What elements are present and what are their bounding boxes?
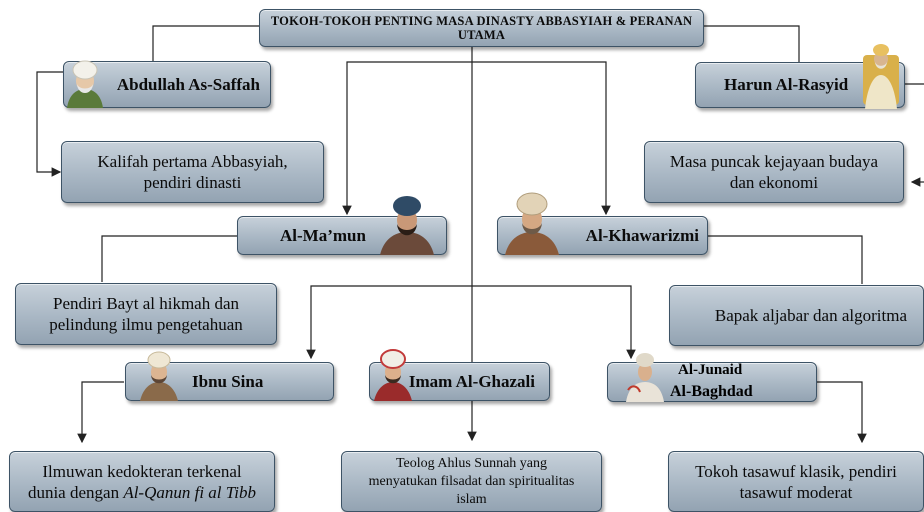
- desc-al-ghazali: Teolog Ahlus Sunnah yang menyatukan fils…: [341, 451, 602, 512]
- desc-line: Ilmuwan kedokteran terkenal: [42, 461, 242, 481]
- figure-name: Al-Ma’mun: [280, 225, 366, 245]
- desc-al-mamun: Pendiri Bayt al hikmah dan pelindung ilm…: [15, 283, 277, 345]
- desc-line: Bapak aljabar dan algoritma: [714, 306, 907, 325]
- figure-name: Ibnu Sina: [192, 371, 264, 391]
- book-title: Al-Qanun fi al Tibb: [123, 482, 257, 502]
- portrait-al-junaid: [626, 353, 664, 402]
- diagram-title: TOKOH-TOKOH PENTING MASA DINASTY ABBASYI…: [259, 9, 704, 47]
- portrait-al-mamun: [380, 196, 434, 255]
- desc-al-khawarizmi: Bapak aljabar dan algoritma: [669, 285, 924, 346]
- desc-line: Teolog Ahlus Sunnah yang: [395, 455, 548, 471]
- figure-name: Abdullah As-Saffah: [116, 74, 260, 94]
- portrait-al-khawarizmi: [505, 192, 559, 255]
- figure-name: Al-Khawarizmi: [585, 225, 699, 245]
- portrait-al-ghazali: [374, 349, 412, 401]
- figure-name-line-1: Al-Junaid: [678, 362, 743, 378]
- desc-line: islam: [456, 491, 487, 507]
- title-text: TOKOH-TOKOH PENTING MASA DINASTY ABBASYI…: [270, 14, 693, 42]
- desc-text: dunia dengan: [27, 482, 120, 502]
- portrait-as-saffah: [67, 60, 103, 108]
- desc-ibnu-sina: Ilmuwan kedokteran terkenal dunia dengan…: [9, 451, 275, 512]
- desc-line: Pendiri Bayt al hikmah dan: [52, 294, 240, 313]
- figure-name: Imam Al-Ghazali: [408, 371, 535, 391]
- desc-line: Masa puncak kejayaan budaya: [669, 152, 879, 171]
- desc-line: tasawuf moderat: [739, 482, 853, 502]
- desc-al-junaid: Tokoh tasawuf klasik, pendiri tasawuf mo…: [668, 451, 924, 512]
- desc-line: dan ekonomi: [729, 173, 819, 192]
- figure-name: Harun Al-Rasyid: [724, 75, 849, 94]
- figure-name-line-2: Al-Baghdad: [670, 383, 753, 400]
- desc-line: Tokoh tasawuf klasik, pendiri: [695, 461, 897, 481]
- desc-line: pelindung ilmu pengetahuan: [49, 315, 243, 334]
- desc-line: Kalifah pertama Abbasyiah,: [97, 152, 288, 171]
- portrait-ibnu-sina: [140, 351, 178, 401]
- desc-line: menyatukan filsadat dan spiritualitas: [368, 473, 575, 489]
- portrait-harun: [863, 44, 899, 109]
- desc-line: pendiri dinasti: [143, 173, 242, 192]
- desc-as-saffah: Kalifah pertama Abbasyiah, pendiri dinas…: [61, 141, 324, 203]
- desc-harun: Masa puncak kejayaan budaya dan ekonomi: [644, 141, 904, 203]
- desc-line: dunia dengan Al-Qanun fi al Tibb: [28, 482, 256, 503]
